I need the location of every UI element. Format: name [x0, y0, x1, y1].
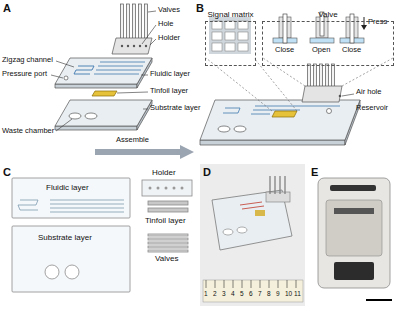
signal-matrix-inset: [209, 17, 251, 54]
part-label: Tinfoil layer: [145, 216, 186, 225]
part-label: Fluidic layer: [150, 70, 190, 79]
part-label: Reservoir: [356, 104, 388, 113]
fluidic-plate-side: [55, 84, 137, 88]
holder-holes: [121, 45, 147, 47]
inset-heading: Valve: [318, 10, 337, 20]
state-label: Open: [312, 46, 330, 55]
tinfoil-layer: [92, 91, 117, 96]
inset-box: Valve: [262, 3, 394, 66]
substrate-plate-side: [55, 126, 137, 130]
ruler-number: 6: [249, 290, 253, 297]
panel-letter: A: [3, 2, 11, 15]
zigzag-channel: [74, 66, 94, 74]
part-label: Valves: [155, 254, 178, 263]
substrate-plate: [55, 100, 152, 126]
action-label: Press: [368, 18, 387, 27]
fluidic-plate: [55, 58, 152, 84]
waste-chamber: [69, 113, 81, 119]
exploded-device: [55, 4, 152, 130]
part-label: Hole: [158, 20, 173, 29]
parts-photo: [12, 178, 192, 292]
step-label: Assemble: [116, 136, 149, 145]
part-label: Fluidic layer: [46, 183, 89, 192]
instrument-photo: [318, 178, 392, 300]
part-label: Zigzag channel: [2, 56, 53, 65]
part-label: Holder: [158, 34, 180, 43]
inset-frame: [205, 21, 256, 66]
ruler-number: 2: [213, 290, 217, 297]
panel-letter: D: [203, 166, 211, 179]
device-photo: [200, 164, 305, 306]
assembled-device: [200, 64, 360, 145]
ruler-number: 10: [285, 290, 292, 297]
holder: [112, 38, 152, 54]
part-label: Valves: [158, 6, 180, 15]
ruler-number: 1: [204, 290, 208, 297]
part-label: Substrate layer: [38, 233, 92, 242]
pressure-port: [64, 76, 68, 80]
channels: [94, 62, 145, 74]
part-label: Pressure port: [2, 70, 47, 79]
ruler-number: 8: [267, 290, 271, 297]
ruler-number: 4: [231, 290, 235, 297]
inset-frame: [262, 21, 394, 66]
part-label: Holder: [152, 168, 176, 177]
part-label: Air hole: [356, 88, 381, 97]
ruler-number: 9: [276, 290, 280, 297]
part-label: Tinfoil layer: [150, 87, 188, 96]
waste-chamber: [85, 113, 97, 119]
state-label: Close: [342, 46, 361, 55]
ruler-number: 7: [258, 290, 262, 297]
ruler-number: 5: [240, 290, 244, 297]
assemble-arrow: [95, 145, 194, 159]
panel-letter: E: [311, 166, 318, 179]
panel-letter: C: [3, 166, 11, 179]
inset-box: Signal matrix: [205, 3, 256, 66]
inset-heading: Signal matrix: [207, 10, 253, 20]
ruler-number: 11: [294, 290, 301, 297]
part-label: Substrate layer: [150, 104, 200, 113]
state-label: Close: [275, 46, 294, 55]
part-label: Waste chamber: [2, 127, 54, 136]
ruler-number: 3: [222, 290, 226, 297]
panel-letter: B: [196, 2, 204, 15]
